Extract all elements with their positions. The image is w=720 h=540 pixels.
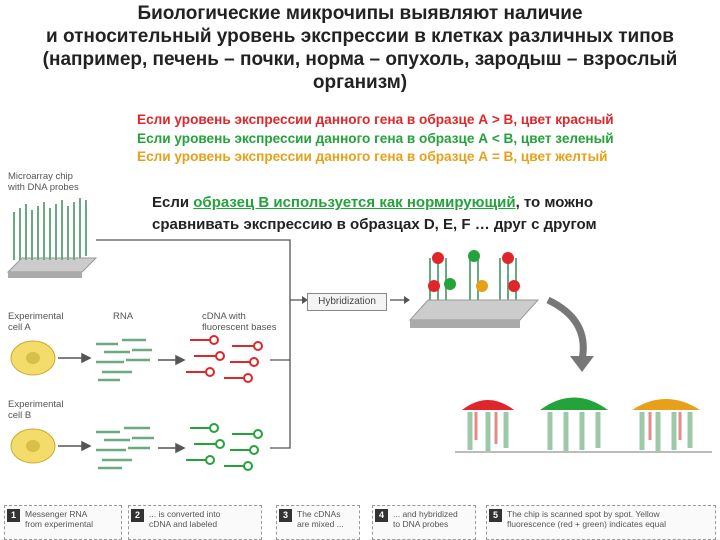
title-line-1: Биологические микрочипы выявляют наличие	[137, 3, 583, 24]
step-3: 3 The cDNAs are mixed ...	[276, 505, 360, 540]
microarray-chip-icon	[6, 198, 98, 278]
cell-b-label: Experimental cell B	[8, 399, 64, 421]
cdna-green-b	[186, 423, 263, 471]
step-number: 2	[131, 509, 144, 522]
step-2: 2 ... is converted into cDNA and labeled	[128, 505, 262, 540]
hybridization-label: Hybridization	[307, 293, 387, 311]
norm-suffix: , то можно	[515, 194, 594, 211]
norm-line-2: сравнивать экспрессию в образцах D, E, F…	[152, 216, 597, 233]
slide-title: Биологические микрочипы выявляют наличие…	[0, 2, 720, 94]
color-rules: Если уровень экспрессии данного гена в о…	[137, 111, 614, 167]
step-1: 1 Messenger RNA from experimental	[4, 505, 122, 540]
step-4: 4 ... and hybridized to DNA probes	[372, 505, 476, 540]
step-5: 5 The chip is scanned spot by spot. Yell…	[486, 505, 716, 540]
title-line-2: и относительный уровень экспрессии в кле…	[46, 26, 674, 47]
hybridized-chip-icon	[408, 250, 540, 328]
rna-strands-b	[96, 426, 154, 470]
rule-yellow: Если уровень экспрессии данного гена в о…	[137, 149, 608, 164]
cdna-label: cDNA with fluorescent bases	[202, 311, 277, 333]
step-number: 1	[7, 509, 20, 522]
step-number: 3	[279, 509, 292, 522]
cdna-red-a	[186, 335, 263, 383]
rule-red: Если уровень экспрессии данного гена в о…	[137, 112, 614, 127]
step-number: 5	[489, 509, 502, 522]
cell-a-label: Experimental cell A	[8, 311, 64, 333]
chip-label: Microarray chip with DNA probes	[8, 171, 79, 193]
title-line-3: (например, печень – почки, норма – опухо…	[42, 49, 678, 70]
title-line-4: организм)	[312, 72, 408, 93]
norm-highlight: образец В используется как нормирующий	[193, 194, 516, 211]
normalization-note: Если образец В используется как нормирую…	[152, 192, 597, 236]
rule-green: Если уровень экспрессии данного гена в о…	[137, 130, 614, 146]
norm-prefix: Если	[152, 194, 194, 211]
rna-strands-a	[96, 338, 152, 382]
rna-label: RNA	[113, 311, 134, 322]
scanned-spots	[455, 397, 712, 453]
step-number: 4	[375, 509, 388, 522]
